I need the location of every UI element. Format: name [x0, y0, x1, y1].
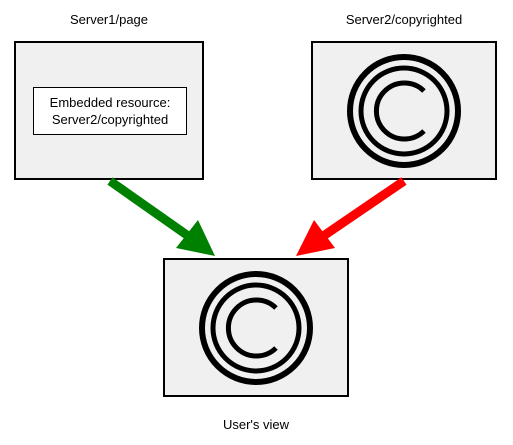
embedded-resource-line1: Embedded resource: [49, 95, 171, 110]
server2-label: Server2/copyrighted [345, 12, 463, 27]
embedded-resource-line2: Server2/copyrighted [51, 112, 169, 127]
server2-copyrighted-box [311, 41, 497, 180]
green-arrow [107, 177, 215, 256]
user-view-box [163, 258, 349, 397]
copyright-icon [347, 54, 461, 168]
server1-page-box: Embedded resource: Server2/copyrighted [14, 41, 204, 180]
embedded-resource-box: Embedded resource: Server2/copyrighted [33, 87, 187, 135]
red-arrow [296, 177, 407, 256]
user-view-label: User's view [222, 417, 290, 432]
server1-label: Server1/page [69, 12, 149, 27]
copyright-icon [199, 271, 313, 385]
